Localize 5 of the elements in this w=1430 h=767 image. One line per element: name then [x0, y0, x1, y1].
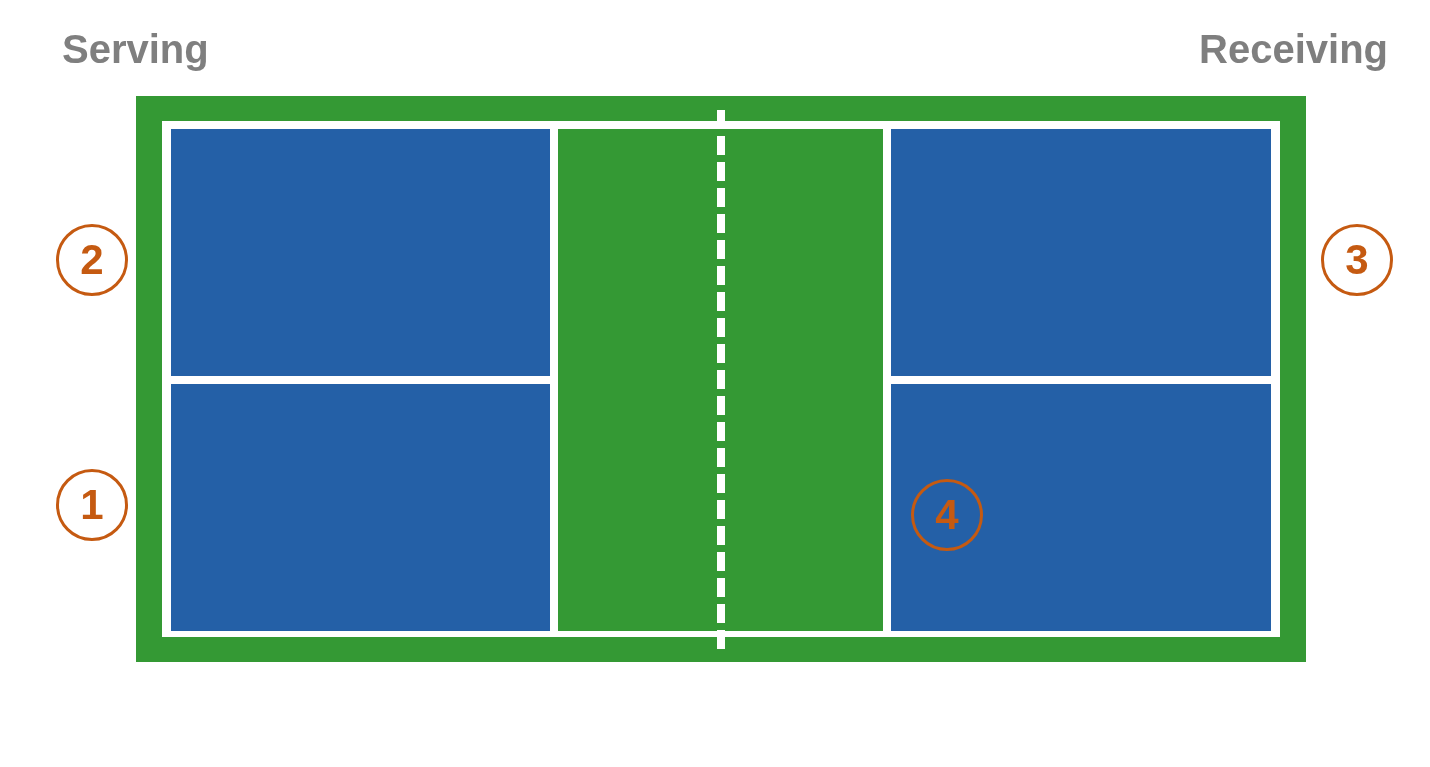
callout-number: 2: [56, 224, 128, 296]
callout-number: 3: [1321, 224, 1393, 296]
side-label: Serving: [62, 26, 209, 72]
side-label: Receiving: [1199, 26, 1388, 72]
callout-number: 1: [56, 469, 128, 541]
